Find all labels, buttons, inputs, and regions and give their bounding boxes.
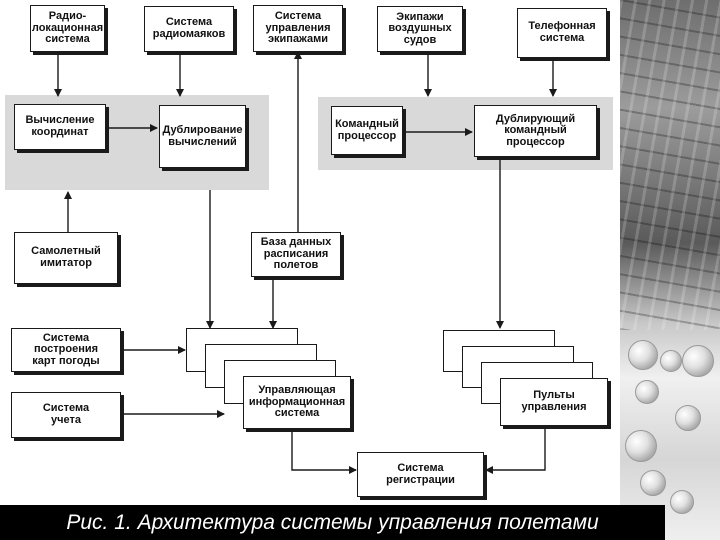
telephone-system-box: Телефонная система — [517, 8, 607, 58]
dup-calc-box: Дублирование вычислений — [159, 105, 246, 168]
bubble-decoration — [628, 340, 658, 370]
command-processor-box: Командный процессор — [331, 106, 403, 155]
bubble-decoration — [670, 490, 694, 514]
decorative-photo-strip — [620, 0, 720, 540]
registration-system-box: Система регистрации — [357, 452, 484, 497]
connector-lines — [54, 51, 557, 474]
schedule-database-box: База данных расписания полетов — [251, 232, 341, 277]
coordinate-calc-box: Вычисление координат — [14, 104, 106, 150]
bubble-decoration — [682, 345, 714, 377]
arrow-mis-to-registration — [291, 430, 357, 474]
weather-map-system-box: Система построения карт погоды — [11, 328, 121, 372]
bubble-decoration — [660, 350, 682, 372]
management-info-system-box: Управляющая информационная система — [243, 376, 351, 429]
bubble-decoration — [640, 470, 666, 496]
dup-command-processor-box: Дублирующий командный процессор — [474, 105, 597, 157]
control-consoles-box: Пульты управления — [500, 378, 608, 426]
flight-simulator-box: Самолетный имитатор — [14, 232, 118, 284]
radiobeacon-system-box: Система радиомаяков — [144, 6, 234, 52]
building-photo — [620, 0, 720, 330]
bubble-decoration — [675, 405, 701, 431]
architecture-diagram: Радио- локационная система Система радио… — [5, 5, 613, 497]
aircraft-crews-box: Экипажи воздушных судов — [377, 6, 463, 52]
crew-control-system-box: Система управления экипажами — [253, 5, 343, 52]
accounting-system-box: Система учета — [11, 392, 121, 438]
bubble-decoration — [625, 430, 657, 462]
arrow-consoles-to-registration — [485, 428, 546, 474]
bubble-decoration — [635, 380, 659, 404]
figure-caption: Рис. 1. Архитектура системы управления п… — [0, 505, 665, 540]
radiolocation-system-box: Радио- локационная система — [30, 5, 105, 52]
